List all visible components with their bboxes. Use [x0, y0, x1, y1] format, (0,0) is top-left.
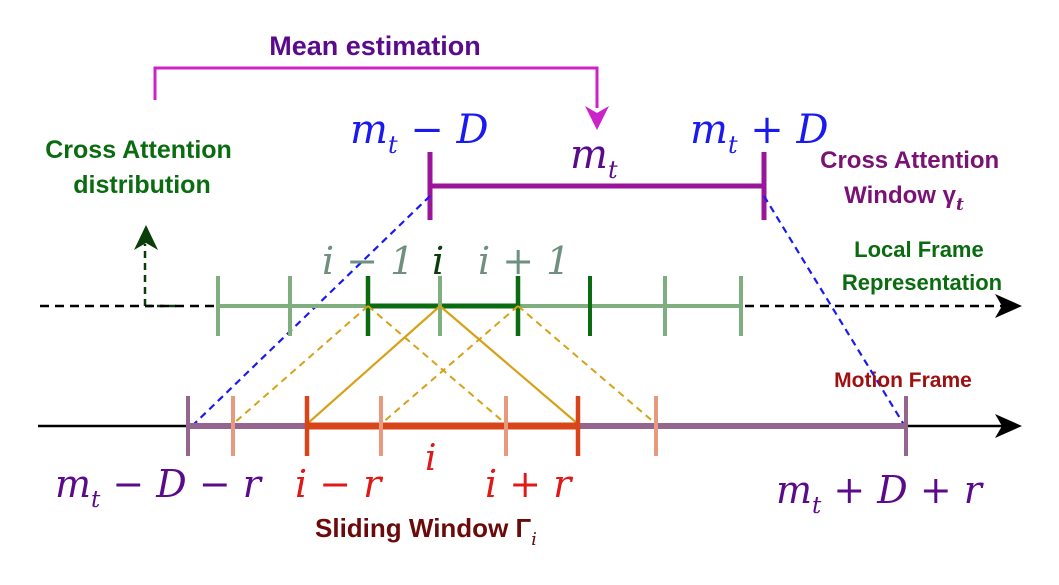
connector-ip1-right	[517, 305, 657, 425]
m-t-plus-d-label: mt + D	[690, 107, 829, 159]
i-minus-1-label: i − 1	[322, 239, 414, 283]
motion-frame-axis-arrowhead	[995, 414, 1022, 438]
i-top-label: i	[432, 239, 444, 283]
projection-left	[189, 195, 431, 429]
m-t-label: mt	[570, 132, 618, 184]
mean-estimation-bracket	[153, 66, 599, 108]
motion-frame-label: Motion Frame	[834, 369, 972, 392]
connector-i-left	[306, 305, 441, 425]
connector-im1-right	[367, 305, 507, 425]
cross-attention-window-label: Cross Attention Window γt	[820, 147, 1006, 215]
i-bottom-label: i	[425, 438, 437, 479]
dashed-up-arrowhead	[134, 225, 158, 250]
i-plus-1-label: i + 1	[478, 239, 570, 283]
mean-estimation-arrowhead	[585, 106, 609, 130]
local-frame-axis-arrowhead	[995, 294, 1022, 318]
projection-right	[763, 195, 907, 429]
m-t-minus-d-label: mt − D	[350, 107, 489, 159]
i-plus-r-label: i + r	[485, 462, 574, 506]
mean-estimation-label: Mean estimation	[269, 31, 481, 61]
connector-i-right	[439, 305, 579, 425]
sliding-window-label: Sliding Window Γi	[315, 513, 537, 550]
i-minus-r-label: i − r	[295, 462, 384, 506]
cross-attention-distribution-label: Cross Attention distribution	[45, 136, 239, 199]
connector-im1-left	[232, 305, 369, 425]
m-t-minus-d-minus-r-label: mt − D − r	[55, 462, 264, 513]
m-t-plus-d-plus-r-label: mt + D + r	[776, 468, 985, 519]
connector-ip1-left	[380, 305, 519, 425]
local-frame-representation-label: Local Frame Representation	[842, 237, 1002, 295]
